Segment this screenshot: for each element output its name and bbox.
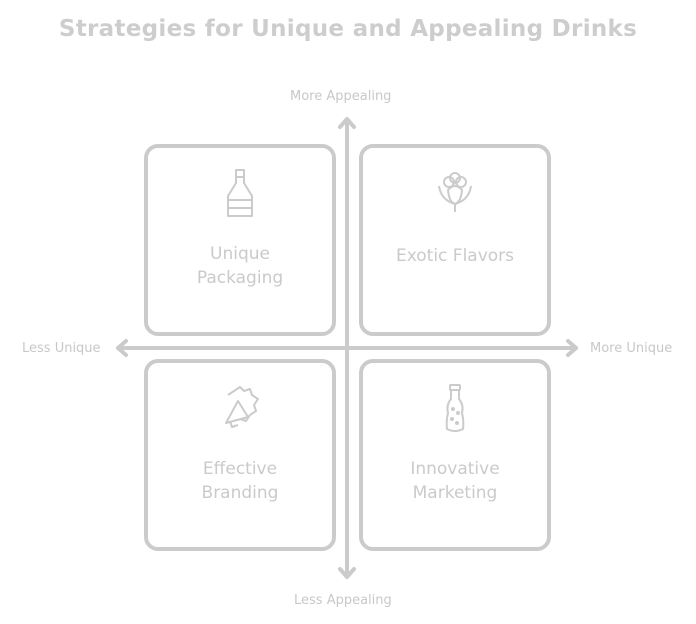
axis-label-right: More Unique: [590, 341, 673, 356]
arrow-up-icon: [338, 117, 356, 129]
arrow-right-icon: [566, 339, 578, 357]
arrow-down-icon: [338, 567, 356, 579]
soda-bottle-icon: [445, 384, 465, 432]
megaphone-icon: [225, 386, 259, 428]
quadrant-label: Exotic Flavors: [395, 246, 515, 266]
diagram-title: Strategies for Unique and Appealing Drin…: [58, 16, 638, 42]
quadrant-exotic-flavors: Exotic Flavors: [359, 144, 551, 336]
axis-label-left: Less Unique: [22, 341, 101, 356]
axis-label-bottom: Less Appealing: [294, 593, 392, 608]
arrow-left-icon: [116, 339, 128, 357]
flower-icon: [438, 172, 472, 212]
axis-label-top: More Appealing: [290, 89, 392, 104]
bottle-icon: [227, 169, 253, 217]
